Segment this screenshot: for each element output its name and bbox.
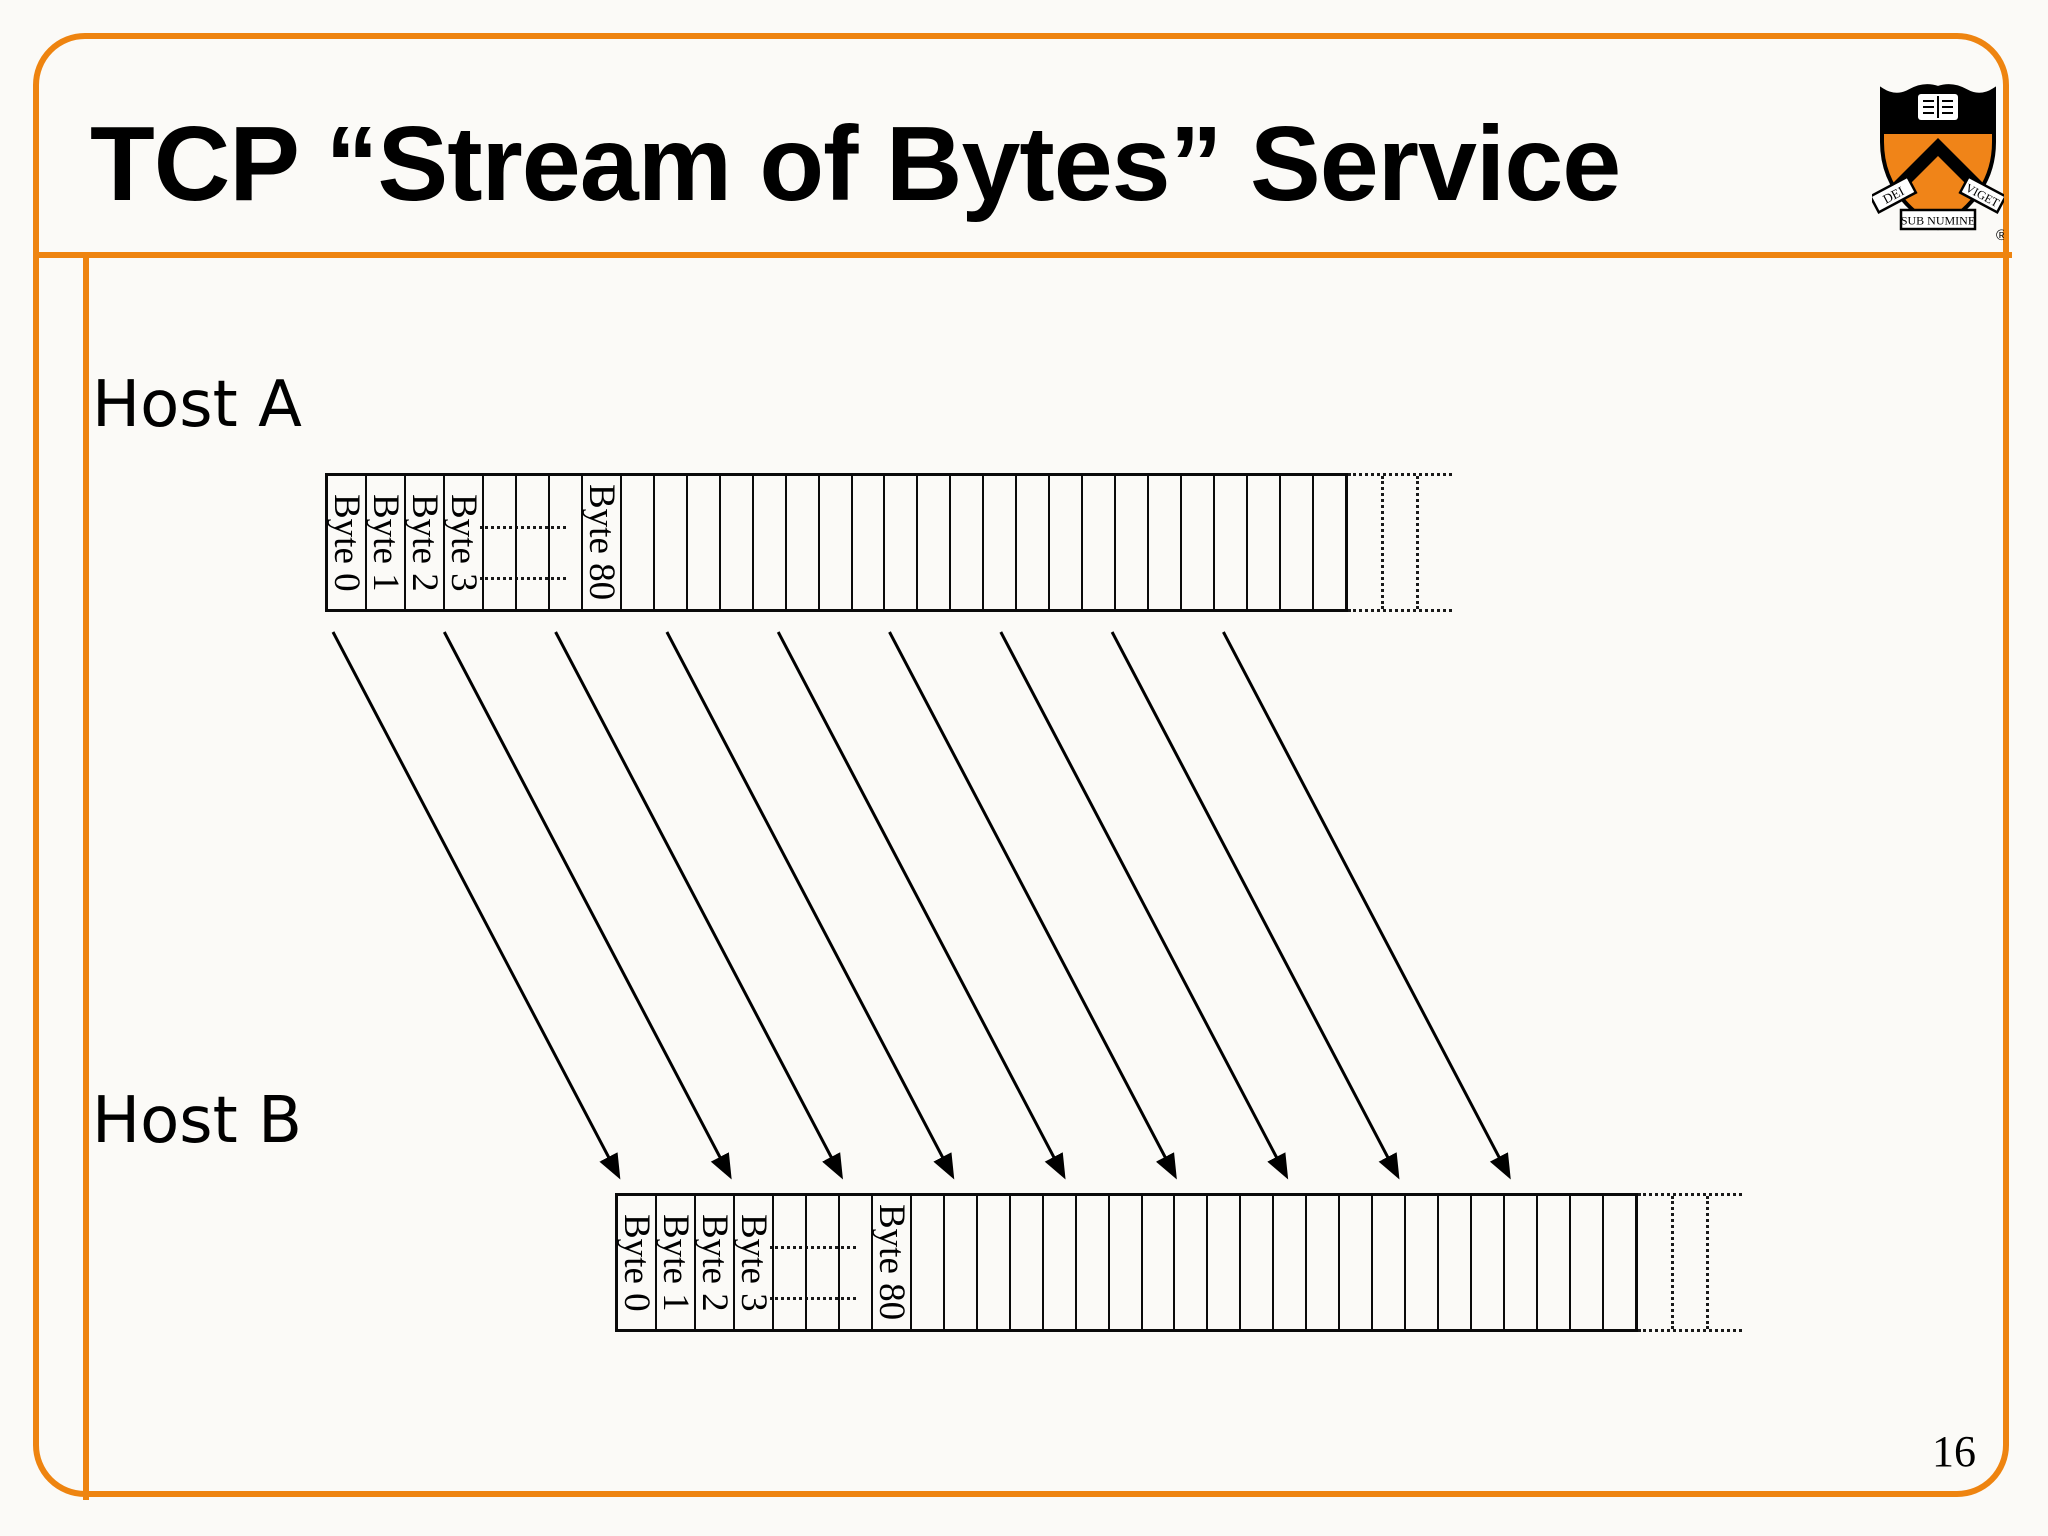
byte-cell-empty [1241,1196,1275,1329]
registered-mark: ® [1996,227,2004,244]
byte-cell-empty [1314,476,1345,609]
byte-cell-empty [517,476,550,609]
byte-cell-empty [1077,1196,1110,1329]
byte-cell-label: Byte 1 [365,493,406,592]
byte-cell-byte-2: Byte 2 [404,476,445,609]
university-crest-logo: DEI VIGET SUB NUMINE ® [1872,84,2004,244]
byte-cell-empty [1116,476,1150,609]
byte-cell-label: Byte 3 [733,1213,774,1312]
byte-cell-empty [1604,1196,1635,1329]
slide-border-frame [33,33,2009,1497]
slide-title: TCP “Stream of Bytes” Service [90,105,1621,223]
byte-cell-empty [1439,1196,1473,1329]
byte-cell-empty [853,476,886,609]
byte-cell-empty [484,476,517,609]
crest-book-icon [1918,94,1958,120]
byte-cell-byte-3: Byte 3 [443,476,484,609]
byte-cell-empty [1215,476,1248,609]
byte-cell-empty [807,1196,840,1329]
byte-cell-label: Byte 2 [404,493,445,592]
crest-banner-left: DEI [1872,174,1918,214]
byte-cell-empty [1175,1196,1209,1329]
byte-cell-empty [787,476,820,609]
byte-cell-empty [1505,1196,1538,1329]
byte-cell-empty [721,476,754,609]
byte-cell-label: Byte 2 [694,1213,735,1312]
byte-cell-empty [1149,476,1183,609]
crest-chevron [1888,138,1988,206]
byte-cell-label: Byte 1 [655,1213,696,1312]
ellipsis-dotted-line [770,1246,856,1249]
byte-cell-empty [754,476,787,609]
byte-cell-empty [945,1196,978,1329]
byte-cell-empty [1017,476,1051,609]
byte-cell-empty [840,1196,873,1329]
byte-cell-empty [951,476,985,609]
host-b-label: Host B [92,1084,302,1158]
byte-cell-empty [1110,1196,1143,1329]
byte-cell-empty [1182,476,1216,609]
ellipsis-dotted-line [480,526,566,529]
byte-cell-empty [1571,1196,1604,1329]
host-a-label: Host A [92,368,302,442]
byte-cell-byte-3: Byte 3 [733,1196,774,1329]
byte-cell-label: Byte 80 [870,1204,912,1321]
byte-cell-empty [912,1196,945,1329]
byte-cell-empty [820,476,853,609]
byte-cell-label: Byte 0 [616,1213,657,1312]
host-b-array-continuation [1638,1193,1742,1332]
byte-cell-empty [978,1196,1011,1329]
byte-cell-byte-2: Byte 2 [694,1196,735,1329]
ellipsis-dotted-line [480,577,566,580]
byte-cell-byte-80: Byte 80 [870,1196,912,1329]
byte-cell-byte-0: Byte 0 [616,1196,657,1329]
byte-cell-empty [1373,1196,1407,1329]
byte-cell-empty [1274,1196,1308,1329]
byte-cell-empty [1472,1196,1506,1329]
byte-cell-empty [918,476,952,609]
byte-cell-byte-1: Byte 1 [655,1196,696,1329]
byte-cell-empty [622,476,655,609]
byte-cell-empty [550,476,583,609]
byte-cell-empty [1050,476,1084,609]
byte-cell-label: Byte 3 [443,493,484,592]
byte-cell-empty [1044,1196,1077,1329]
crest-banner-center: SUB NUMINE [1899,208,1977,231]
title-divider-line [36,252,2012,258]
byte-cell-empty [1208,1196,1242,1329]
byte-cell-empty [655,476,688,609]
svg-text:SUB NUMINE: SUB NUMINE [1901,214,1975,228]
byte-cell-empty [1406,1196,1440,1329]
host-a-array-continuation [1348,473,1452,612]
byte-cell-byte-0: Byte 0 [326,476,367,609]
byte-cell-empty [1143,1196,1176,1329]
byte-cell-byte-80: Byte 80 [580,476,622,609]
byte-cell-empty [1538,1196,1571,1329]
ellipsis-dotted-line [770,1297,856,1300]
byte-cell-empty [984,476,1018,609]
byte-cell-empty [1011,1196,1044,1329]
byte-cell-empty [1083,476,1117,609]
byte-cell-empty [1307,1196,1341,1329]
byte-cell-empty [774,1196,807,1329]
byte-cell-label: Byte 80 [580,484,622,601]
byte-cell-label: Byte 0 [326,493,367,592]
byte-cell-empty [885,476,919,609]
byte-cell-empty [688,476,721,609]
byte-cell-empty [1248,476,1281,609]
left-margin-line [83,253,89,1500]
byte-cell-empty [1340,1196,1374,1329]
page-number: 16 [1932,1427,1976,1476]
byte-cell-empty [1281,476,1314,609]
byte-cell-byte-1: Byte 1 [365,476,406,609]
